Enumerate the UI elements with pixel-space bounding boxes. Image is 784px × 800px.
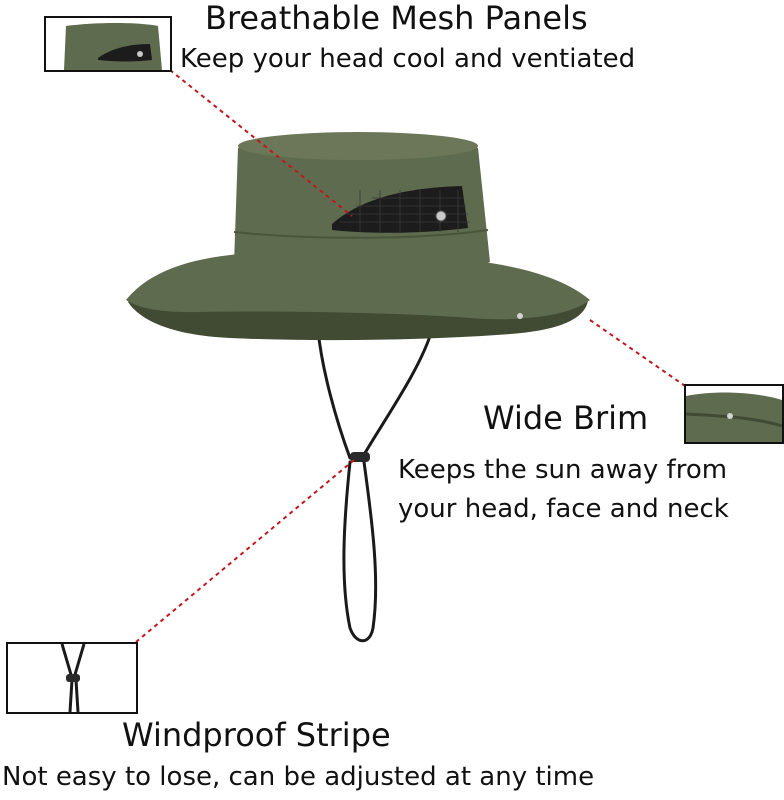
stripe-feature-title: Windproof Stripe (122, 716, 391, 754)
brim-feature-title: Wide Brim (483, 399, 649, 437)
brim-detail-thumbnail (684, 384, 784, 444)
stripe-feature-description: Not easy to lose, can be adjusted at any… (2, 762, 595, 792)
mesh-feature-description: Keep your head cool and ventiated (180, 44, 636, 74)
cord-stopper (350, 452, 370, 462)
chin-cord (316, 328, 434, 460)
chin-cord-loop (342, 460, 378, 643)
mesh-callout-line (169, 69, 353, 217)
stripe-callout-line (135, 459, 355, 643)
brim-callout-line (589, 319, 689, 389)
mesh-detail-thumbnail (44, 16, 172, 72)
hat-crown-top (238, 132, 478, 160)
air-vent-grommet (435, 210, 447, 222)
brim-feature-description-line1: Keeps the sun away from (398, 455, 728, 485)
hat-band-seam (233, 229, 489, 239)
hat-brim (126, 251, 590, 320)
stripe-detail-thumbnail (6, 642, 138, 714)
mesh-feature-title: Breathable Mesh Panels (205, 0, 588, 37)
brim-snap (517, 313, 523, 319)
brim-feature-description-line2: your head, face and neck (398, 494, 729, 524)
